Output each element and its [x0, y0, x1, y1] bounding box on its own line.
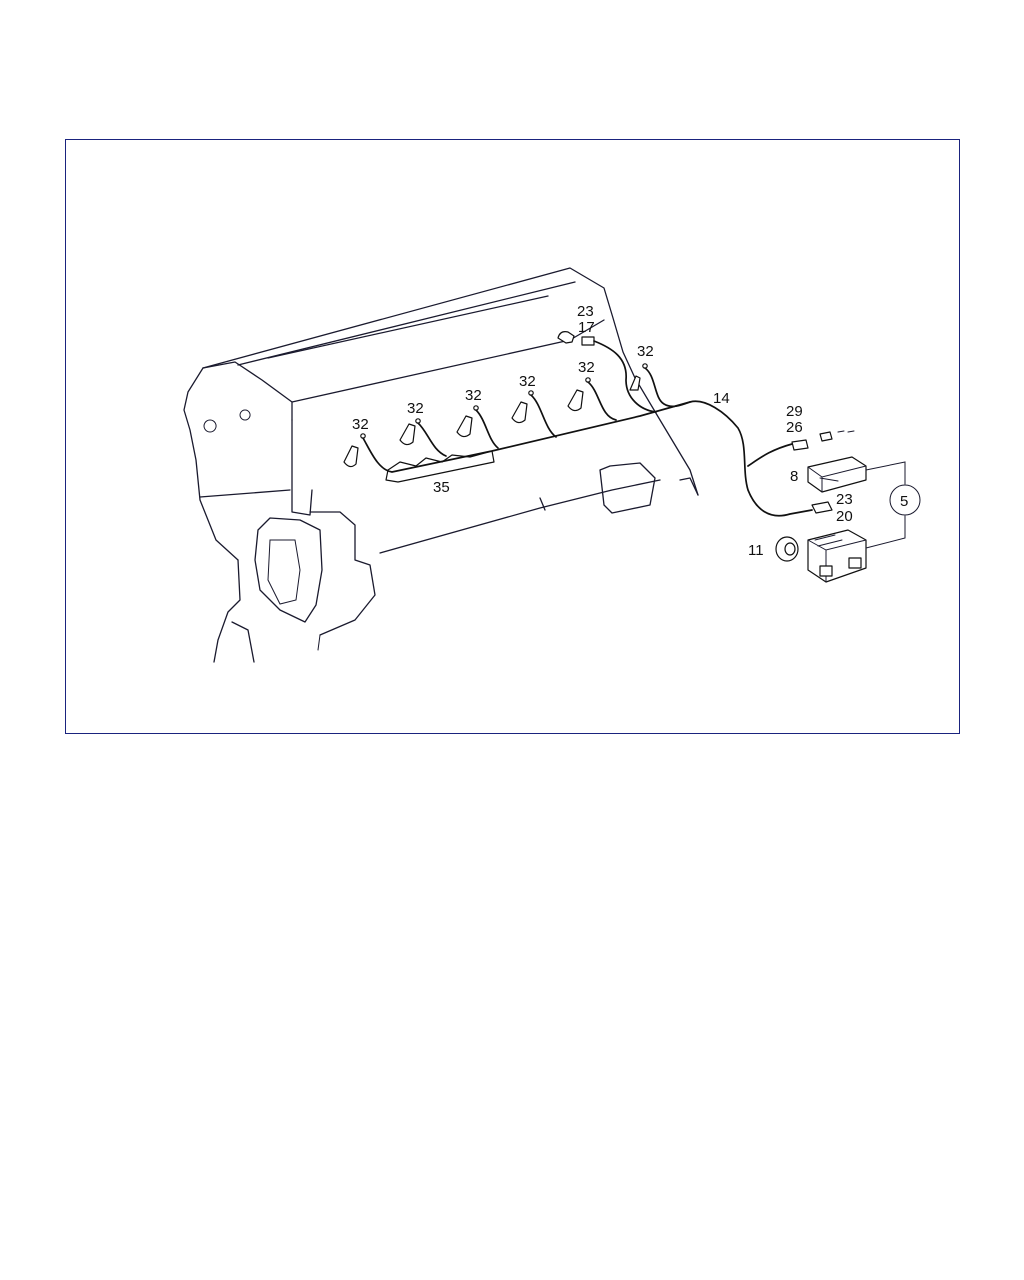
wiring-harness: [362, 340, 813, 517]
callout-connector-a: 23: [577, 303, 594, 320]
engine-block: [183, 267, 699, 663]
holder-rail: [385, 450, 495, 483]
unit-plug: [811, 501, 833, 514]
grommet: [775, 536, 799, 562]
callout-relay-plug-b: 26: [786, 419, 803, 436]
callout-holder-rail: 35: [433, 479, 450, 496]
callout-plug-3: 32: [465, 387, 482, 404]
callout-plug-6: 32: [637, 343, 654, 360]
relay-plug: [791, 430, 855, 451]
callout-plug-4: 32: [519, 373, 536, 390]
plug-connector-3: [456, 405, 479, 438]
spark-plug-connectors: [343, 363, 648, 468]
callout-labels: 32 32 32 32 32 32 23 17 14 35 29 26 8 23…: [352, 303, 908, 559]
callout-plug-5: 32: [578, 359, 595, 376]
plug-connector-6: [629, 363, 648, 391]
callout-plug-2: 32: [407, 400, 424, 417]
plug-connector-1: [343, 433, 366, 468]
plug-connector-5: [567, 377, 591, 412]
callout-connector-b: 17: [578, 319, 595, 336]
plug-connector-2: [399, 418, 421, 446]
callout-control-unit: 5: [900, 493, 908, 510]
callout-unit-plug-a: 23: [836, 491, 853, 508]
callout-plug-1: 32: [352, 416, 369, 433]
group-bracket: [865, 461, 921, 549]
callout-relay-plug-a: 29: [786, 403, 803, 420]
plug-connector-4: [511, 390, 534, 424]
relay-cover: [807, 456, 867, 493]
callout-leaders: [819, 477, 839, 482]
diagram-frame: [65, 139, 960, 734]
callout-relay-cover: 8: [790, 468, 798, 485]
control-unit: [807, 529, 867, 583]
callout-harness: 14: [713, 390, 730, 407]
callout-unit-plug-b: 20: [836, 508, 853, 525]
callout-grommet: 11: [748, 542, 764, 559]
